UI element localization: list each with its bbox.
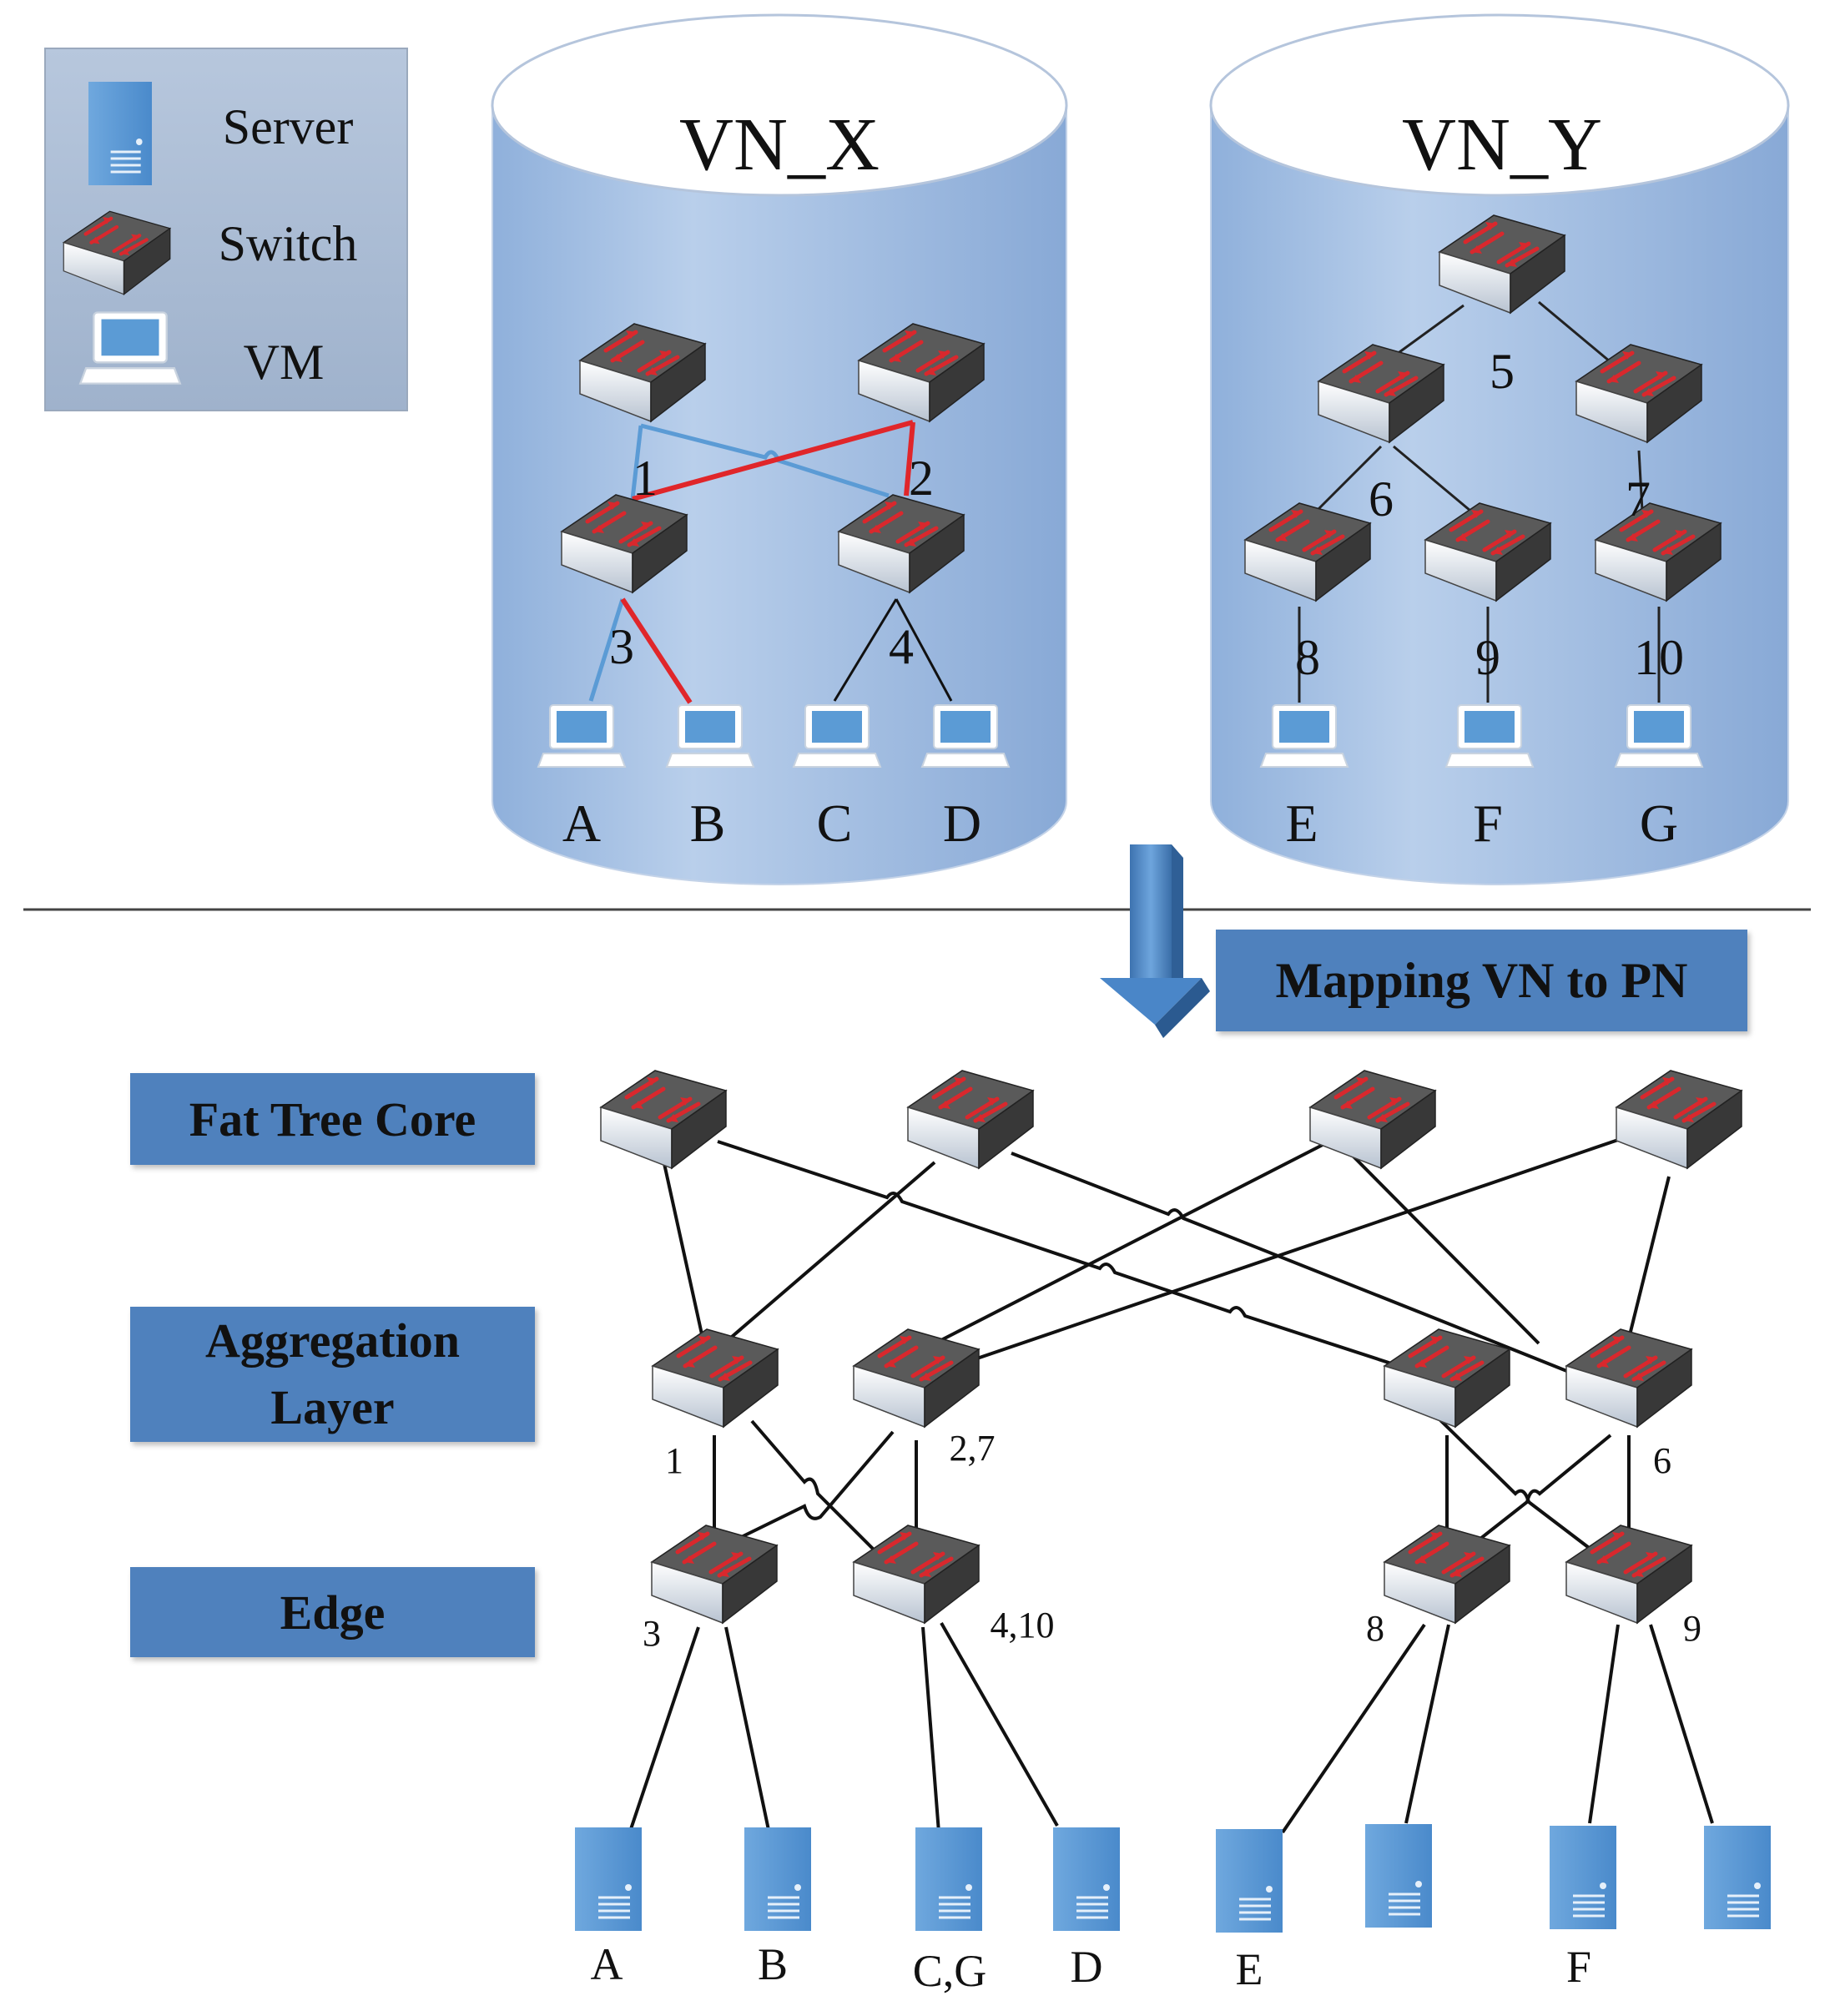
vn-y-cylinder xyxy=(1209,13,1790,885)
vn-x-link-label-4: 4 xyxy=(889,619,914,674)
pn-agg-switch-3-icon xyxy=(1384,1329,1510,1427)
pn-server-e-icon xyxy=(1214,1827,1284,1934)
pn-edge-switch-1-icon xyxy=(652,1525,777,1623)
pn-switch-label-9: 9 xyxy=(1683,1608,1701,1649)
pn-server-unlabeled-2-icon xyxy=(1702,1824,1772,1931)
vn-y-vm-label-e: E xyxy=(1285,794,1318,853)
pn-server-label-cg: C,G xyxy=(913,1946,987,1996)
vn-y-link-label-7: 7 xyxy=(1626,471,1651,527)
vn-x-vm-c-icon xyxy=(793,704,881,768)
pn-core-switch-1-icon xyxy=(601,1071,726,1168)
pn-switch-label-1: 1 xyxy=(665,1440,683,1481)
vn-x-link-label-2: 2 xyxy=(909,451,934,506)
pn-server-b-icon xyxy=(743,1826,813,1933)
pn-core-switch-4-icon xyxy=(1616,1071,1742,1168)
legend-vm-label: VM xyxy=(244,335,325,390)
pn-server-label-a: A xyxy=(591,1939,623,1989)
vn-y-vm-f-icon xyxy=(1445,704,1534,768)
mapping-label: Mapping VN to PN xyxy=(1216,930,1747,1031)
pn-switch-label-8: 8 xyxy=(1366,1608,1384,1649)
vn-x-link-label-1: 1 xyxy=(633,451,658,506)
legend-server-icon xyxy=(87,80,154,187)
pn-switch-label-4-10: 4,10 xyxy=(991,1605,1055,1646)
layer-label-core: Fat Tree Core xyxy=(130,1073,535,1165)
pn-server-d-icon xyxy=(1051,1826,1122,1933)
pn-edge-switch-3-icon xyxy=(1384,1525,1510,1623)
vn-y-title: VN_Y xyxy=(1402,103,1602,186)
pn-agg-switch-2-icon xyxy=(854,1329,979,1427)
pn-switch-label-2-7: 2,7 xyxy=(950,1428,996,1469)
pn-links xyxy=(628,1136,1714,1834)
vn-x-vm-d-icon xyxy=(921,704,1010,768)
pn-server-label-d: D xyxy=(1071,1942,1103,1992)
vn-x-link-label-3: 3 xyxy=(609,619,634,674)
vn-y-link-label-6: 6 xyxy=(1369,471,1394,527)
pn-core-switch-3-icon xyxy=(1310,1071,1435,1168)
vn-y-link-label-5: 5 xyxy=(1490,344,1515,399)
legend-server-label: Server xyxy=(223,99,354,154)
vn-y-vm-label-g: G xyxy=(1640,794,1678,853)
pn-edge-switch-2-icon xyxy=(854,1525,979,1623)
vn-x-links xyxy=(588,420,953,704)
vn-x-vm-label-c: C xyxy=(817,794,853,853)
pn-edge-switch-4-icon xyxy=(1566,1525,1691,1623)
pn-server-unlabeled-1-icon xyxy=(1364,1822,1434,1929)
pn-switch-label-6: 6 xyxy=(1653,1440,1671,1481)
pn-server-a-icon xyxy=(573,1826,643,1933)
vn-x-vm-label-a: A xyxy=(562,794,601,853)
legend-vm-icon xyxy=(79,311,181,385)
legend-switch-label: Switch xyxy=(219,216,358,271)
pn-server-label-b: B xyxy=(758,1939,788,1989)
pn-server-label-f: F xyxy=(1566,1942,1591,1992)
vn-y-vm-label-f: F xyxy=(1473,794,1503,853)
pn-server-cg-icon xyxy=(914,1826,984,1933)
vn-y-vm-g-icon xyxy=(1615,704,1703,768)
layer-label-edge: Edge xyxy=(130,1567,535,1657)
vn-y-links xyxy=(1298,300,1661,703)
vn-y-vm-e-icon xyxy=(1260,704,1349,768)
pn-server-label-e: E xyxy=(1236,1944,1263,1994)
mapping-arrow xyxy=(1100,844,1210,1038)
pn-agg-switch-4-icon xyxy=(1566,1329,1691,1427)
pn-switch-label-3: 3 xyxy=(643,1613,661,1654)
vn-y-link-label-8: 8 xyxy=(1295,630,1320,685)
pn-server-f-icon xyxy=(1548,1824,1618,1931)
vn-x-vm-label-d: D xyxy=(943,794,981,853)
vn-x-vm-b-icon xyxy=(666,704,754,768)
pn-agg-switch-1-icon xyxy=(653,1329,778,1427)
vn-y-link-label-10: 10 xyxy=(1634,630,1684,685)
vn-x-vm-a-icon xyxy=(537,704,626,768)
vn-x-vm-label-b: B xyxy=(690,794,726,853)
vn-x-cylinder xyxy=(491,13,1068,885)
vn-y-link-label-9: 9 xyxy=(1475,630,1500,685)
vn-x-title: VN_X xyxy=(679,103,880,186)
layer-label-aggregation: Aggregation Layer xyxy=(130,1307,535,1442)
